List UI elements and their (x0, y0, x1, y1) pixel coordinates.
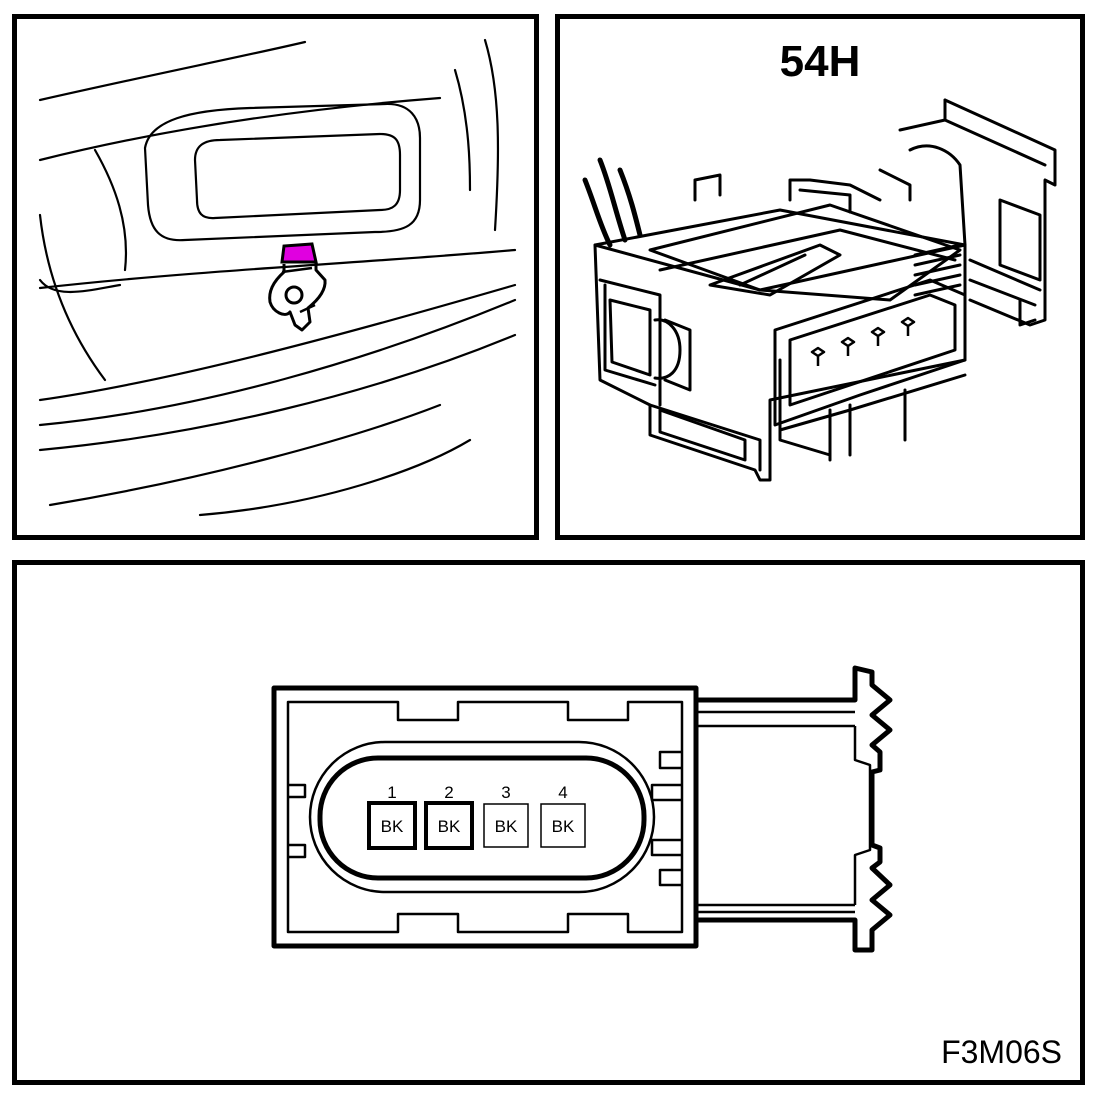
connector-face-drawing (271, 665, 893, 953)
pin-number: 4 (558, 783, 567, 802)
figure-code: F3M06S (941, 1034, 1062, 1070)
pin-wire-color: BK (552, 817, 575, 836)
pin-1: 1 BK (367, 783, 417, 850)
pin-wire-color: BK (381, 817, 404, 836)
pin-2: 2 BK (424, 783, 474, 850)
pin-wire-color: BK (495, 817, 518, 836)
pin-number: 2 (444, 783, 453, 802)
pin-number: 1 (387, 783, 396, 802)
location-panel (12, 14, 539, 540)
pin-4: 4 BK (540, 783, 586, 848)
pin-3: 3 BK (483, 783, 529, 848)
pin-wire-color: BK (438, 817, 461, 836)
connector-location-marker (268, 242, 327, 332)
connector-id-label: 54H (780, 37, 861, 86)
terminal-cavities-iso (810, 316, 916, 366)
connector-iso-drawing (582, 98, 1057, 482)
vehicle-rear-drawing (38, 38, 517, 517)
pin-number: 3 (501, 783, 510, 802)
